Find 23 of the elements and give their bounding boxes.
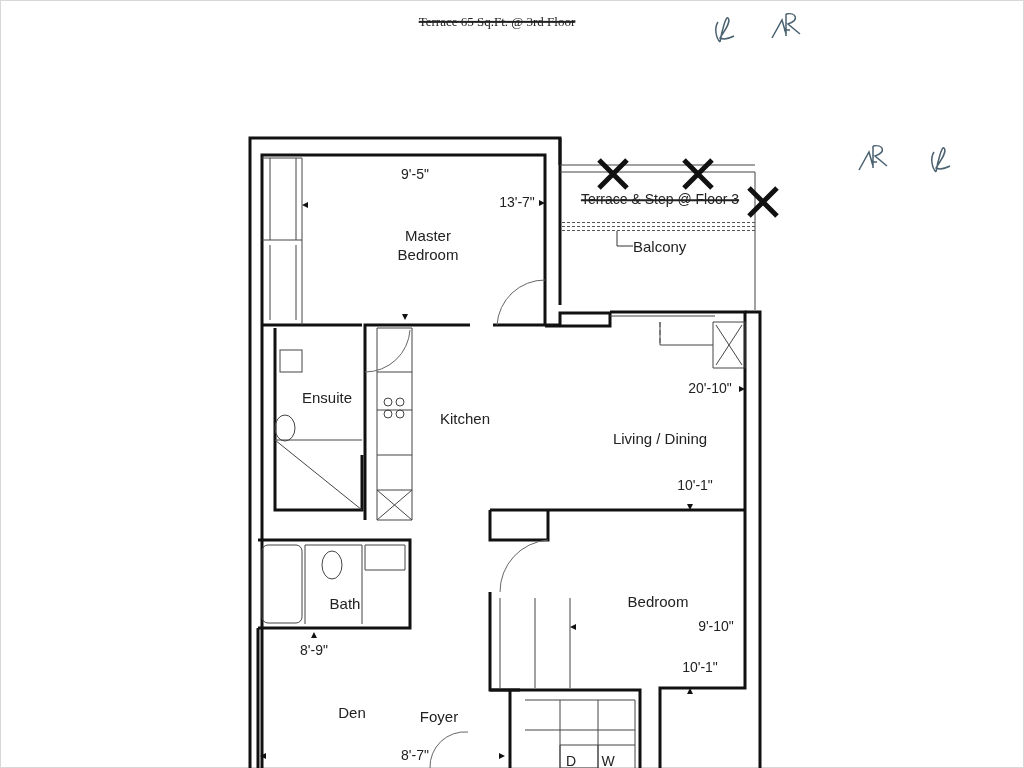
plan-label: 10'-1" bbox=[677, 477, 713, 495]
plan-label: 10'-1" bbox=[682, 659, 718, 677]
leader-line bbox=[616, 230, 634, 247]
dashed-line bbox=[562, 222, 755, 231]
plan-label: D bbox=[565, 753, 577, 768]
plan-label: 9'-5" bbox=[401, 166, 429, 184]
plan-label: Den bbox=[338, 703, 366, 723]
plan-label: 20'-10" bbox=[688, 380, 732, 398]
room-label: Balcony bbox=[633, 237, 687, 255]
plan-label: 9'-10" bbox=[698, 618, 734, 636]
plan-label: W bbox=[601, 753, 615, 768]
plan-label: Foyer bbox=[419, 707, 459, 727]
plan-label: Kitchen bbox=[440, 409, 490, 429]
plan-label: Master Bedroom bbox=[396, 227, 460, 265]
plan-label: Ensuite bbox=[302, 388, 352, 408]
plan-label: Living / Dining bbox=[612, 429, 708, 449]
struck-out-note: Terrace & Step @ Floor 3 bbox=[580, 191, 740, 209]
plan-label: Bedroom bbox=[627, 592, 689, 612]
plan-label: 8'-7" bbox=[401, 747, 429, 765]
plan-label: 13'-7" bbox=[499, 194, 535, 212]
plan-label: Bath bbox=[329, 594, 361, 614]
struck-out-note: Terrace 65 Sq.Ft. @ 3rd Floor bbox=[418, 13, 576, 31]
plan-label: 8'-9" bbox=[300, 642, 328, 660]
